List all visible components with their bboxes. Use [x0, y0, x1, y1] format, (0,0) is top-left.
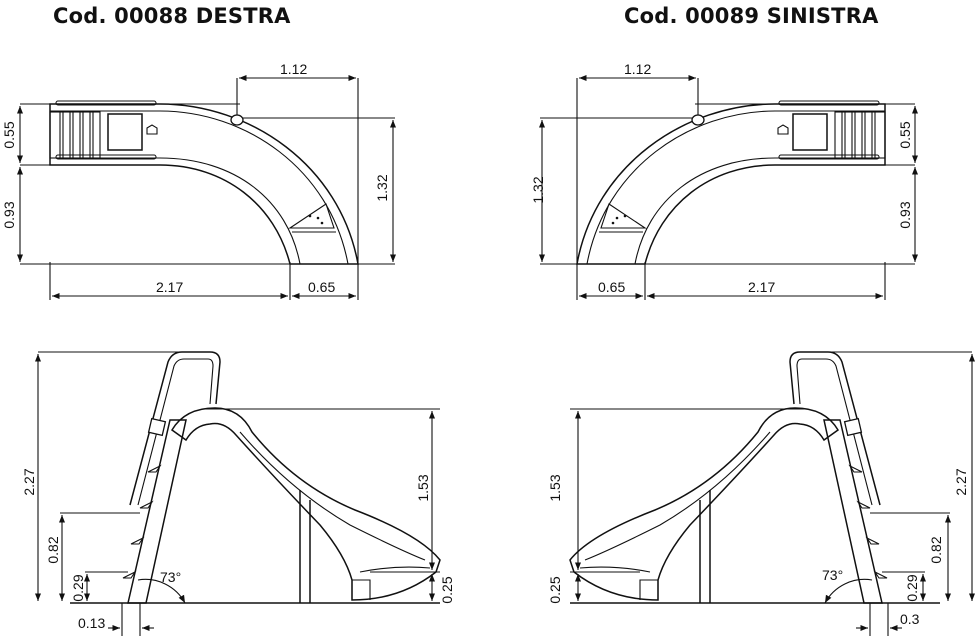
angle-side-left: 73° [160, 569, 181, 585]
dim-top-right-2: 1.32 [530, 176, 546, 203]
dim-top-right-3: 0.55 [897, 121, 913, 148]
side-view-destra [38, 352, 440, 636]
dim-top-left-4: 1.32 [374, 174, 390, 201]
dim-top-left-2: 0.55 [1, 121, 17, 148]
dim-side-right-h1: 2.27 [953, 468, 969, 495]
dim-side-left-w1: 0.13 [78, 615, 105, 631]
dim-top-left-1: 1.12 [280, 61, 307, 77]
dim-top-right-1: 1.12 [624, 61, 651, 77]
dim-side-right-h4: 0.29 [904, 574, 920, 601]
plan-view-sinistra [540, 78, 915, 300]
dim-side-right-w1: 0.3 [900, 611, 920, 627]
dim-side-right-h2: 1.53 [547, 474, 563, 501]
dim-top-right-6: 2.17 [748, 279, 775, 295]
dim-side-right-h5: 0.25 [547, 576, 563, 603]
dim-side-left-h2: 1.53 [415, 474, 431, 501]
angle-side-right: 73° [822, 567, 843, 583]
dim-top-left-5: 2.17 [156, 279, 183, 295]
dim-side-left-h4: 0.29 [70, 574, 86, 601]
dim-top-right-5: 0.65 [598, 279, 625, 295]
dim-side-left-h1: 2.27 [21, 468, 37, 495]
dim-side-left-h3: 0.82 [45, 536, 61, 563]
dim-side-right-h3: 0.82 [928, 536, 944, 563]
dim-top-left-3: 0.93 [1, 201, 17, 228]
title-right: Cod. 00089 SINISTRA [624, 4, 879, 28]
plan-view-destra [20, 78, 395, 300]
dim-top-right-4: 0.93 [897, 201, 913, 228]
title-left: Cod. 00088 DESTRA [53, 4, 291, 28]
dim-top-left-6: 0.65 [308, 279, 335, 295]
dim-side-left-h5: 0.25 [439, 576, 455, 603]
